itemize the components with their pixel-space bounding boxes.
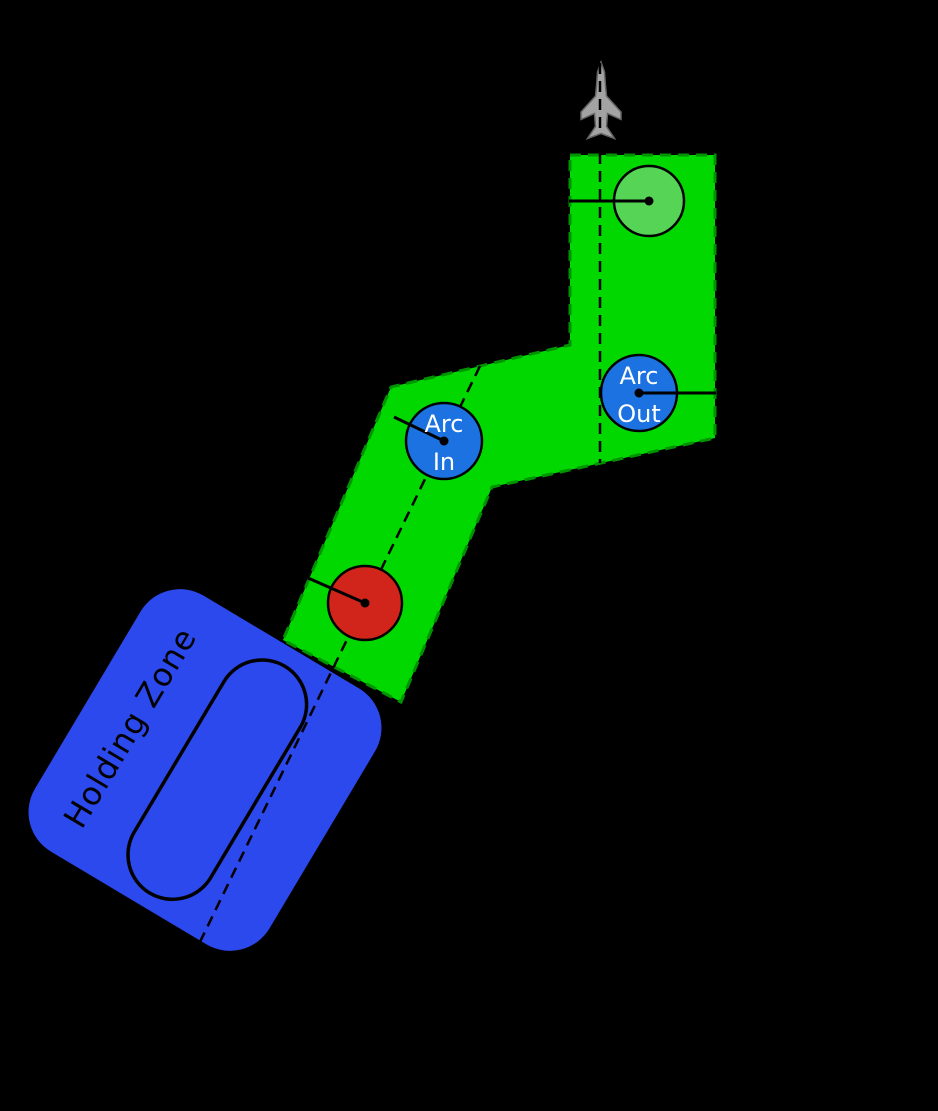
arc-in-label-line1: Arc xyxy=(425,410,464,438)
arc-in-label-line2: In xyxy=(433,448,455,476)
green-waypoint xyxy=(569,164,686,238)
arc-in-dot xyxy=(439,436,449,446)
red-waypoint-dot xyxy=(360,598,370,608)
green-waypoint-dot xyxy=(644,196,654,206)
arc-out-dot xyxy=(634,388,644,398)
red-waypoint xyxy=(307,564,404,642)
arc-out-waypoint: Arc Out xyxy=(599,353,716,433)
holding-zone-area xyxy=(28,589,382,951)
arc-in-waypoint: Arc In xyxy=(393,401,484,481)
red-waypoint-connector xyxy=(307,576,366,605)
holding-pattern-track xyxy=(126,658,309,902)
arc-out-label-line2: Out xyxy=(617,400,661,428)
holding-zone-group: Holding Zone xyxy=(28,589,382,951)
flight-corridor xyxy=(281,153,717,705)
arc-out-label-line1: Arc xyxy=(620,362,659,390)
arc-in-connector xyxy=(393,415,445,443)
